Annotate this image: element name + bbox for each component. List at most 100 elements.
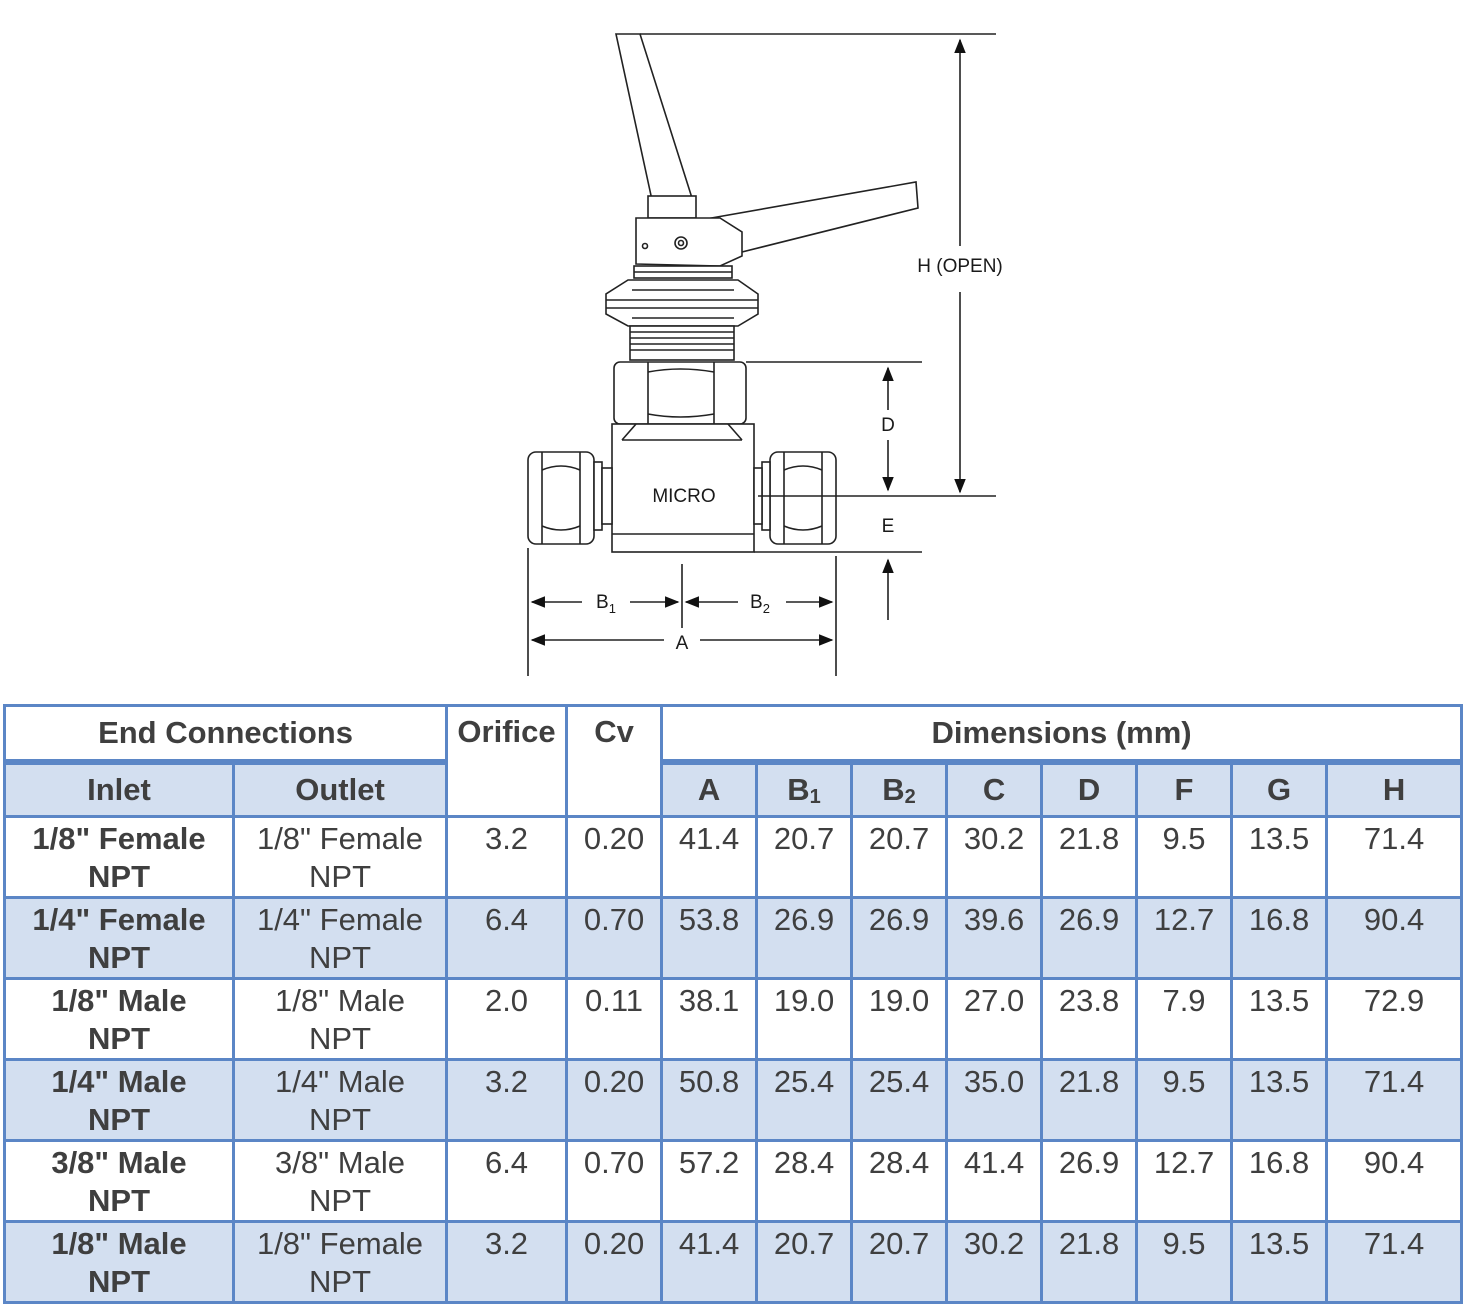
- dim-value-f: 7.9: [1162, 983, 1206, 1018]
- dim-value-c: 30.2: [963, 1226, 1025, 1261]
- line-2: NPT: [309, 1021, 371, 1056]
- dim-cell-f: 12.7: [1135, 896, 1234, 980]
- dim-cell-d: 23.8: [1040, 977, 1139, 1061]
- dim-cell-b2: 20.7: [850, 1220, 949, 1304]
- outlet-header: Outlet: [231, 760, 449, 818]
- orifice-header: Orifice: [445, 704, 569, 818]
- cv-value: 0.70: [583, 902, 645, 937]
- dim-cell-b1: 20.7: [755, 1220, 854, 1304]
- line-1: 1/8" Male: [51, 1226, 187, 1261]
- orifice-cell: 6.4: [445, 1139, 569, 1223]
- orifice-cell: 3.2: [445, 815, 569, 899]
- dim-header-a: A: [660, 760, 759, 818]
- dim-value-g: 16.8: [1248, 1145, 1310, 1180]
- dim-header-c: C: [945, 760, 1044, 818]
- dim-value-a: 41.4: [678, 1226, 740, 1261]
- cv-cell: 0.20: [565, 815, 664, 899]
- cv-cell: 0.20: [565, 1058, 664, 1142]
- line-1: 3/8" Male: [51, 1145, 187, 1180]
- dim-cell-h: 71.4: [1325, 1058, 1464, 1142]
- dim-value-b2: 25.4: [868, 1064, 930, 1099]
- dim-cell-b1: 26.9: [755, 896, 854, 980]
- dim-value-c: 35.0: [963, 1064, 1025, 1099]
- dim-cell-c: 35.0: [945, 1058, 1044, 1142]
- dim-value-h: 71.4: [1363, 1064, 1425, 1099]
- dim-header-f: F: [1135, 760, 1234, 818]
- dim-value-b1: 19.0: [773, 983, 835, 1018]
- line-2: NPT: [88, 859, 150, 894]
- cv-value: 0.20: [583, 1064, 645, 1099]
- dim-cell-b1: 28.4: [755, 1139, 854, 1223]
- orifice-cell: 3.2: [445, 1220, 569, 1304]
- dim-value-f: 9.5: [1162, 821, 1206, 856]
- orifice-cell: 6.4: [445, 896, 569, 980]
- handle-lever-upper: [615, 33, 693, 213]
- cv-cell: 0.70: [565, 896, 664, 980]
- line-1: 1/8" Female: [256, 1226, 424, 1261]
- dim-value-g: 13.5: [1248, 1064, 1310, 1099]
- dim-cell-b1: 20.7: [755, 815, 854, 899]
- line-2: NPT: [309, 940, 371, 975]
- dim-cell-h: 71.4: [1325, 815, 1464, 899]
- dim-value-g: 13.5: [1248, 821, 1310, 856]
- dim-cell-g: 13.5: [1230, 815, 1329, 899]
- dim-value-d: 26.9: [1058, 1145, 1120, 1180]
- inlet-header: Inlet: [3, 760, 235, 818]
- dim-value-c: 41.4: [963, 1145, 1025, 1180]
- dim-value-h: 71.4: [1363, 1226, 1425, 1261]
- line-2: NPT: [309, 1264, 371, 1299]
- dim-cell-f: 9.5: [1135, 1058, 1234, 1142]
- dim-value-h: 90.4: [1363, 902, 1425, 937]
- dim-cell-b2: 25.4: [850, 1058, 949, 1142]
- orifice-value: 3.2: [484, 1226, 529, 1261]
- dim-cell-d: 21.8: [1040, 1220, 1139, 1304]
- body-marking-text: MICRO: [652, 486, 715, 507]
- cv-value: 0.20: [583, 821, 645, 856]
- d-dimension: [746, 361, 922, 492]
- dim-value-b2: 28.4: [868, 1145, 930, 1180]
- dim-cell-h: 71.4: [1325, 1220, 1464, 1304]
- dim-cell-d: 26.9: [1040, 896, 1139, 980]
- dim-value-c: 39.6: [963, 902, 1025, 937]
- dim-cell-h: 90.4: [1325, 896, 1464, 980]
- dim-cell-c: 41.4: [945, 1139, 1044, 1223]
- dim-cell-d: 21.8: [1040, 1058, 1139, 1142]
- dim-cell-g: 13.5: [1230, 1220, 1329, 1304]
- dim-cell-f: 12.7: [1135, 1139, 1234, 1223]
- dim-value-b1: 20.7: [773, 821, 835, 856]
- dim-value-b1: 20.7: [773, 1226, 835, 1261]
- e-dimension: [754, 551, 922, 620]
- dim-cell-c: 39.6: [945, 896, 1044, 980]
- dimensions-header: Dimensions (mm): [660, 704, 1464, 765]
- dim-value-b1: 28.4: [773, 1145, 835, 1180]
- line-1: 1/8" Male: [275, 983, 405, 1018]
- dim-value-h: 71.4: [1363, 821, 1425, 856]
- line-1: 1/4" Female: [256, 902, 424, 937]
- dim-value-a: 57.2: [678, 1145, 740, 1180]
- orifice-value: 6.4: [484, 1145, 529, 1180]
- dim-value-a: 41.4: [678, 821, 740, 856]
- dim-cell-a: 41.4: [660, 1220, 759, 1304]
- right-compression-fitting: [753, 451, 837, 545]
- line-2: NPT: [309, 1183, 371, 1218]
- dim-value-b2: 19.0: [868, 983, 930, 1018]
- line-2: NPT: [309, 859, 371, 894]
- line-2: NPT: [88, 1264, 150, 1299]
- dim-value-d: 21.8: [1058, 1064, 1120, 1099]
- dim-header-g: G: [1230, 760, 1329, 818]
- dim-cell-d: 26.9: [1040, 1139, 1139, 1223]
- dim-cell-f: 9.5: [1135, 1220, 1234, 1304]
- dim-value-b1: 26.9: [773, 902, 835, 937]
- panel-nut-and-threads: [605, 265, 759, 361]
- dim-cell-a: 38.1: [660, 977, 759, 1061]
- dim-cell-f: 7.9: [1135, 977, 1234, 1061]
